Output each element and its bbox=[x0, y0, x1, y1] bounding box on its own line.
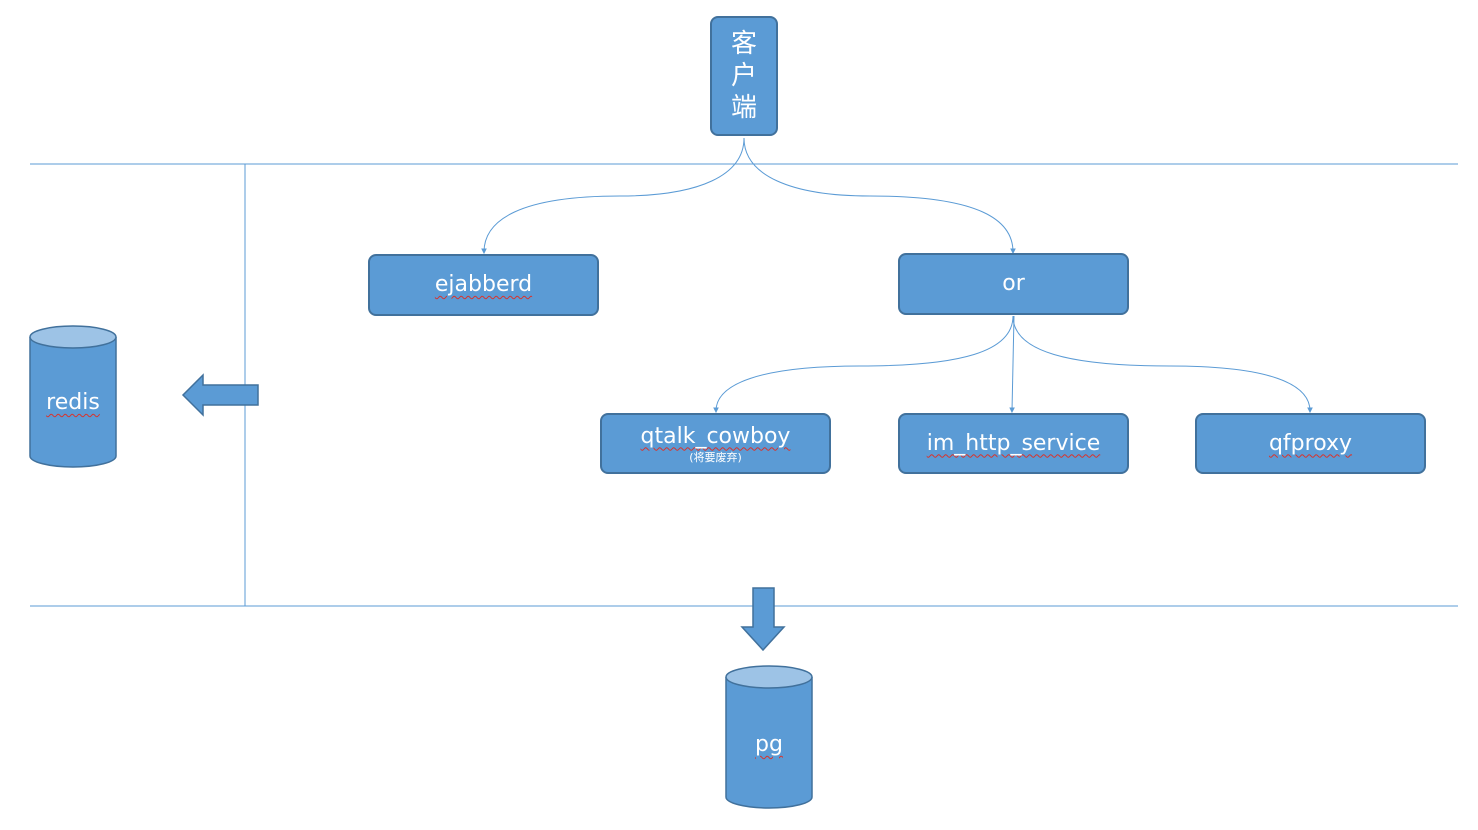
connector-or-qfproxy bbox=[1012, 315, 1313, 414]
redis-label: redis bbox=[46, 390, 100, 415]
arrow-to-redis bbox=[181, 373, 259, 417]
ejabberd-node: ejabberd bbox=[368, 254, 599, 316]
client-label: 客户端 bbox=[730, 29, 757, 123]
qtalk-cowboy-node: qtalk_cowboy (将要废弃) bbox=[600, 413, 831, 474]
im-http-service-label: im_http_service bbox=[926, 430, 1101, 456]
connector-or-qtalk-cowboy bbox=[713, 315, 1014, 414]
arrow-to-pg bbox=[740, 587, 786, 652]
connector-or-im-http-service bbox=[1009, 315, 1015, 414]
qtalk-cowboy-label: qtalk_cowboy bbox=[640, 423, 791, 449]
connector-client-ejabberd bbox=[481, 137, 745, 255]
qfproxy-label: qfproxy bbox=[1268, 430, 1353, 456]
or-node: or bbox=[898, 253, 1129, 315]
im-http-service-node: im_http_service bbox=[898, 413, 1129, 474]
connector-client-or bbox=[743, 137, 1016, 255]
pg-cylinder bbox=[725, 665, 813, 809]
qtalk-cowboy-note: (将要废弃) bbox=[689, 450, 742, 464]
ejabberd-label: ejabberd bbox=[434, 272, 533, 297]
or-label: or bbox=[1002, 271, 1025, 296]
client-node: 客户端 bbox=[710, 16, 778, 136]
qfproxy-node: qfproxy bbox=[1195, 413, 1426, 474]
redis-cylinder bbox=[29, 325, 117, 468]
pg-label: pg bbox=[755, 732, 783, 757]
